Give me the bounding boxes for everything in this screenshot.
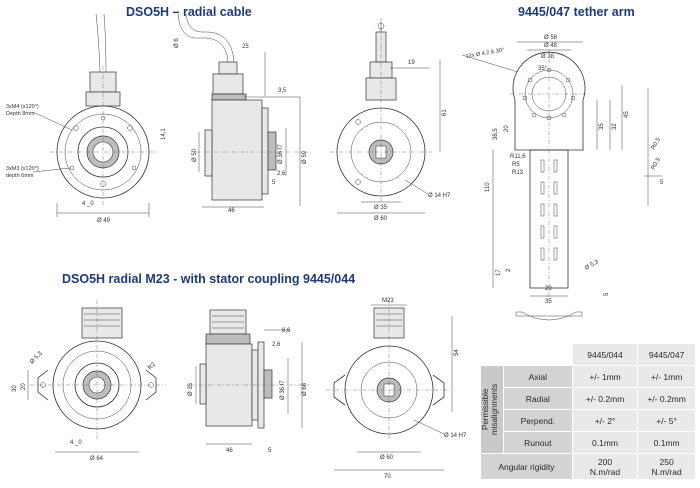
table-cell: +/- 1mm [571,365,639,388]
table-header-9445-047: 9445/047 [637,343,696,366]
table-group-label-text: Permissible misalignments [481,383,499,436]
dim-c14: 61 [442,109,448,116]
dim-t17: 35 [545,299,552,305]
dim-t8: 45 [624,111,630,118]
table-cell: +/- 5° [637,409,696,432]
dim-s13: M23 [382,298,394,304]
rigidity-047-value: 250 [659,456,674,467]
table-row-label: Axial [502,365,573,388]
dim-t5: 20 [504,125,510,132]
stator-side-view [190,309,310,445]
dim-s6: 6,6 [282,328,291,334]
dim-s11: 46 [226,448,233,454]
dim-s10: Ø 68 [302,382,308,396]
dim-s0: Ø 5,3 [29,350,44,365]
table-group-label: Permissible misalignments [480,365,504,454]
dim-c1: 25 [242,44,249,50]
dim-c13: Ø 49 [97,218,111,224]
dim-s2: 20 [21,383,27,390]
dim-s12: 5 [268,448,272,454]
dim-c2: 19 [408,60,415,66]
table-cell: +/- 0.2mm [571,387,639,410]
dim-t13: Ø 5,3 [584,259,600,272]
dim-t12: 110 [485,182,491,192]
dim-c16: Ø 60 [374,216,388,222]
cable-rear-view [330,18,441,214]
dim-s4: Ø 64 [90,456,104,462]
table-header-9445-044: 9445/044 [571,343,639,366]
dim-c0: Ø 6 [174,38,180,48]
table-rigidity-047: 250 N.m/rad [637,453,696,480]
dim-c4: 14,1 [161,128,167,140]
note-m3-line1: 3xM3 (x120°) [6,166,39,172]
stator-front-view [27,300,166,453]
note-m4-line2: Depth 8mm [6,111,35,117]
dim-t1: Ø 48 [544,43,558,49]
dim-t7: 32 [612,123,618,130]
dim-t11: R13 [512,170,524,176]
cable-front-view [32,13,158,217]
title-radial-cable: DSO5H – radial cable [126,5,252,19]
dim-s8: Ø 35 [188,382,194,396]
dim-t16: 20 [545,286,552,292]
dim-t2: Ø 38 [541,54,555,60]
dim-t20: 5 [660,180,664,186]
note-slot: 12x Ø 4,2 & 30° [465,47,504,60]
table-rigidity-label: Angular rigidity [480,453,573,480]
dim-t3: 35° [538,66,548,72]
table-cell: +/- 2° [571,409,639,432]
note-m3-line2: depth 6mm [6,173,34,179]
table-cell: 0.1mm [637,431,696,454]
dim-c10: 5 [272,180,276,186]
rigidity-044-unit: N.m/rad [589,466,621,477]
dim-t10: R5 [512,162,520,168]
table-cell: 0.1mm [571,431,639,454]
dim-s7: 2,6 [272,342,281,348]
dim-t15: 2 [506,268,512,272]
dim-c6: Ø 36 f7 [278,144,284,164]
misalignment-table: 9445/044 9445/047 Permissible misalignme… [480,343,696,480]
table-cell: +/- 1mm [637,365,696,388]
tether-arm-drawing [461,41,662,321]
dim-s16: Ø 60 [380,455,394,461]
dim-c9: 2,6 [277,171,286,177]
table-row-label: Perpend. [502,409,573,432]
dim-t21: 5 [604,292,610,296]
dim-s9: Ø 36 f7 [280,380,286,400]
dim-t14: 17 [496,269,502,276]
table-rigidity-044: 200 N.m/rad [571,453,639,480]
dim-c12: 4 _0 [82,201,94,207]
dim-t0: Ø 58 [544,35,558,41]
note-m4-line1: 3xM4 (x120°) [6,104,39,110]
dim-s1: 30 [12,385,18,392]
dim-c17: Ø 14 H7 [428,193,451,199]
dim-s17: 70 [384,474,391,480]
stator-rear-view [326,300,453,471]
dim-t9: R11,6 [510,154,526,160]
dim-s3: R2 [147,361,157,371]
table-corner [480,343,573,366]
dim-t4: 38,5 [493,128,499,140]
rigidity-044-value: 200 [597,456,613,467]
dim-t18: R0,5 [651,136,663,151]
dim-t19: R0,5 [651,156,663,171]
table-row-label: Runout [502,431,573,454]
dim-t6: 35 [599,123,605,130]
table-cell: +/- 0.2mm [637,387,696,410]
title-tether-arm: 9445/047 tether arm [518,5,635,19]
dim-c3: 3,5 [278,88,287,94]
dim-s15: Ø 14 H7 [444,433,467,439]
dim-s5: 4 _0 [70,440,82,446]
rigidity-047-unit: N.m/rad [651,466,682,477]
dim-c15: Ø 35 [374,205,388,211]
title-stator-coupling: DSO5H radial M23 - with stator coupling … [62,272,356,286]
table-row-label: Radial [502,387,573,410]
dim-c7: Ø 59 [302,150,308,164]
dim-s14: 54 [454,349,460,356]
cable-side-view [177,13,312,208]
dim-c5: Ø 50 [192,148,198,162]
dim-c11: 46 [228,208,235,214]
